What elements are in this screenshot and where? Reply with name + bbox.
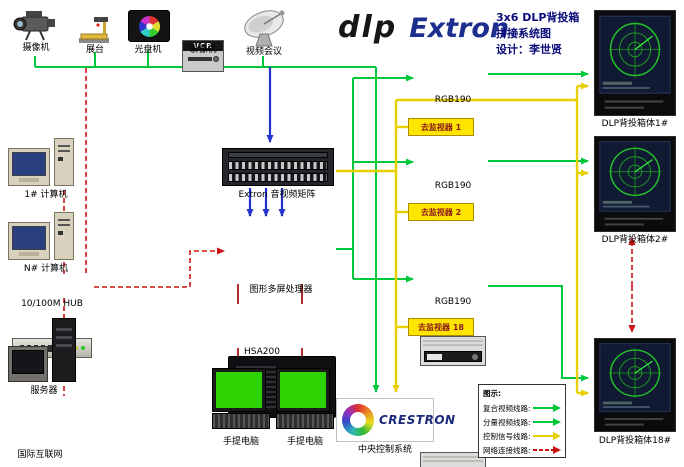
brand-logos: dlp Extron ® [338,10,519,45]
server-device [8,318,76,382]
disc-player-device [128,10,170,42]
rgb2-label: RGB190 [434,181,472,191]
hsa-label: HSA200 [244,347,280,357]
matrix-top-panel [228,152,328,158]
dlp1-label: DLP背投箱体1# [601,119,669,129]
computerN-label: N# 计算机 [23,264,69,274]
legend-row: 网络连接线路: [483,443,561,457]
legend-row: 分量视频线路: [483,415,561,429]
hub-led-icon [81,346,85,350]
dlp-cube-1 [594,10,676,116]
legend-label: 复合视频线路: [483,403,531,413]
matrix-port-row [228,161,328,170]
video-conference-device [238,8,290,52]
computer-monitor-icon [8,148,50,186]
dlp-logo: dlp [338,10,398,45]
rgb-interface-1 [420,336,486,366]
dlp3-label: DLP背投箱体18# [598,436,672,446]
monitor-tag-2: 去监视器 2 [408,203,474,221]
vcr-tape-slot [188,57,212,61]
title-line2: 拼接系统图 [496,26,551,40]
control-system-label: 中央控制系统 [357,445,412,455]
rgb-front-panel [424,351,482,362]
matrix-label: Extron 音视频矩阵 [238,190,316,200]
legend-label: 网络连接线路: [483,445,531,455]
computer-tower-icon [54,212,74,260]
vcr-device: VCR [182,40,224,72]
camera-label: 摄像机 [22,43,50,53]
extron-logo: Extron [409,13,510,44]
visualizer-device [77,14,113,48]
legend-label: 控制信号线路: [483,431,531,441]
video-conference-label: 视频会议 [245,47,282,57]
legend-title: 图示: [483,389,501,398]
diagram-title: 3x6 DLP背投箱 拼接系统图 设计：李世贤 [496,10,606,58]
satellite-dish-icon [244,10,285,47]
server-monitor-icon [8,346,48,382]
rgb3-label: RGB190 [434,297,472,307]
matrix-port-row [228,173,328,182]
internet-label: 国际互联网 [17,450,63,460]
vcr-badge: VCR [183,41,223,51]
legend-line-sample [533,432,561,440]
server-label: 服务器 [30,386,58,396]
rgb1-label: RGB190 [434,95,472,105]
computer-monitor-icon [8,222,50,260]
hub-label: 10/100M HUB [21,299,83,309]
server-tower-icon [52,318,76,382]
vcr-label: 录像机 [189,45,217,55]
title-line3: 设计：李世贤 [496,42,562,56]
crestron-swirl-icon [342,404,374,436]
rgb-interface-2 [420,452,486,467]
monitor-tag-1: 去监视器 1 [408,118,474,136]
dlp2-label: DLP背投箱体2# [601,235,669,245]
crestron-device: CRESTRON [336,398,455,442]
dlp-screen-icon [595,137,675,231]
title-line1: 3x6 DLP背投箱 [496,11,580,24]
legend: 图示: 复合视频线路: 分量视频线路: 控制信号线路: 网络连接线路: [478,384,566,458]
computer1-device [8,138,74,186]
visualizer-icon [79,17,109,43]
laptop2-device [276,368,334,429]
registered-mark: ® [510,30,520,40]
processor-label: 图形多屏处理器 [249,285,313,295]
legend-line-sample [533,404,561,412]
dlp-screen-icon [595,11,675,115]
legend-line-sample [533,418,561,426]
dlp-screen-icon [595,339,675,431]
laptop-keyboard-icon [276,413,334,429]
laptop-screen-icon [212,368,266,412]
cd-disc-icon [138,15,161,38]
legend-line-sample [533,446,561,454]
laptop1-label: 手提电脑 [222,437,259,447]
vcr-knob [213,56,219,62]
disc-player-label: 光盘机 [134,45,162,55]
matrix-device [222,148,334,186]
monitor-tag-3: 去监视器 18 [408,318,474,336]
laptop-keyboard-icon [212,413,270,429]
camera-device [12,8,58,46]
dlp-cube-2 [594,136,676,232]
computer1-label: 1# 计算机 [24,190,68,200]
laptop-screen-icon [276,368,330,412]
legend-row: 控制信号线路: [483,429,561,443]
visualizer-label: 展台 [85,45,104,55]
dlp-cube-3 [594,338,676,432]
legend-label: 分量视频线路: [483,417,531,427]
computerN-device [8,212,74,260]
laptop1-device [212,368,270,429]
camera-icon [13,11,55,41]
crestron-brand: CRESTRON [379,413,456,427]
laptop2-label: 手提电脑 [286,437,323,447]
legend-row: 复合视频线路: [483,401,561,415]
computer-tower-icon [54,138,74,186]
